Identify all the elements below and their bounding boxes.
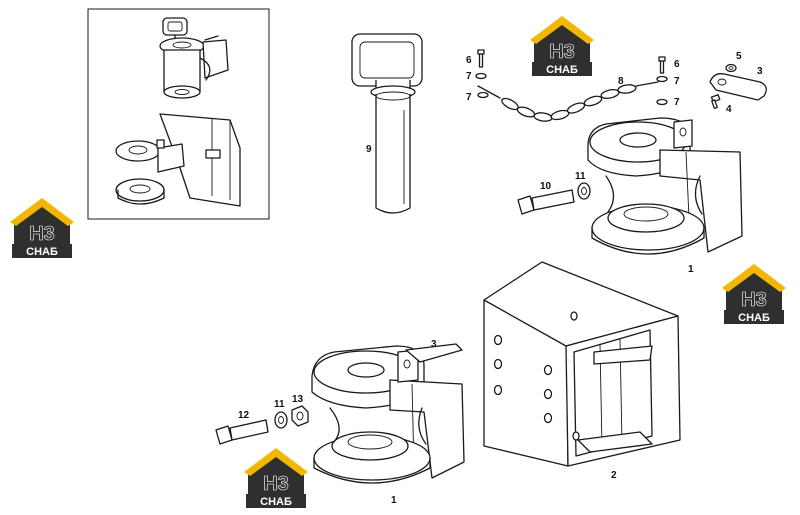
nut-part-5 [725,63,737,73]
inset-jaw-lower [115,113,241,207]
bolt-part-12 [215,419,269,445]
watermark-logo-bottom: Н3 СНАБ [244,448,308,508]
bolt-part-10 [517,189,575,215]
callout-labels: 1 1 2 3 3 4 5 6 6 7 7 7 7 8 9 10 11 11 1… [238,51,763,506]
bolt-part-6-left [477,49,485,68]
logo-word: СНАБ [738,312,770,324]
washer-part-11-bottom [274,411,288,429]
inset-jaw-upper [159,17,229,99]
washer-part-7-left [475,72,489,99]
callout-7-left-1: 7 [466,71,472,82]
watermark-logo-left: Н3 СНАБ [10,198,74,258]
jaw-housing-part-1-bottom [311,343,465,484]
callout-6-right: 6 [674,59,680,70]
callout-1-bottom: 1 [391,495,397,506]
callout-11-bottom: 11 [274,399,285,410]
logo-letters: Н3 [29,223,55,245]
latch-part-3-top [709,73,767,101]
callout-1-top: 1 [688,264,694,275]
bolt-part-4 [710,94,721,110]
jaw-housing-part-1-top [587,117,743,255]
washer-part-11-top [577,182,591,200]
callout-4: 4 [726,104,732,115]
logo-word: СНАБ [26,246,58,258]
logo-letters: Н3 [549,41,575,63]
nut-part-13 [291,405,309,427]
washer-part-7-right [656,75,668,106]
callout-8: 8 [618,76,624,87]
logo-word: СНАБ [260,496,292,508]
callout-11-top: 11 [575,171,586,182]
callout-5: 5 [736,51,742,62]
logo-letters: Н3 [741,289,767,311]
chain-part-8 [477,81,659,122]
watermark-logo-right: Н3 СНАБ [722,264,786,324]
logo-letters: Н3 [263,473,289,495]
callout-7-right-2: 7 [674,97,680,108]
watermark-logo-top: Н3 СНАБ [530,16,594,76]
callout-12: 12 [238,410,250,421]
callout-9: 9 [366,144,372,155]
callout-2: 2 [611,470,617,481]
callout-7-left-2: 7 [466,92,472,103]
callout-6-left: 6 [466,55,472,66]
callout-7-right-1: 7 [674,76,680,87]
callout-10: 10 [540,181,552,192]
bolt-part-6-right [658,56,666,74]
callout-13: 13 [292,394,304,405]
mounting-plate-part-2 [483,261,681,467]
logo-word: СНАБ [546,64,578,76]
inset-assembly-view [87,8,270,220]
pin-part-9 [351,33,423,214]
callout-3-bottom: 3 [431,339,437,350]
callout-3-top: 3 [757,66,763,77]
